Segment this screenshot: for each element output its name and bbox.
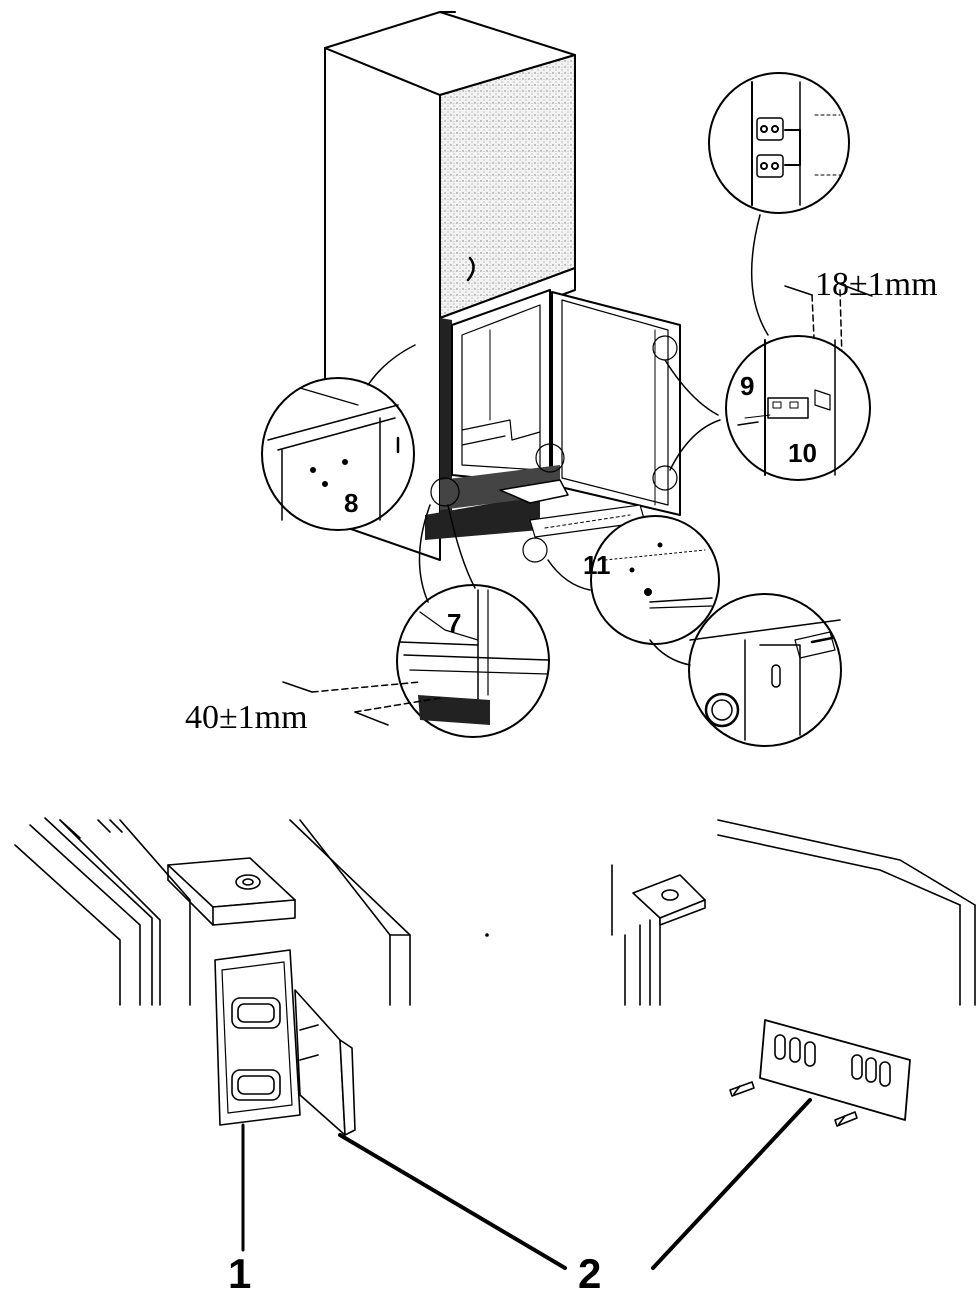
stray-dot <box>485 933 489 937</box>
leader-line-2-left <box>338 1133 567 1270</box>
connector-arrow-7b <box>447 504 476 589</box>
door-hinge-detail <box>14 817 411 1252</box>
detail-circle-hinge-top <box>708 72 850 214</box>
label-2: 2 <box>578 1250 601 1290</box>
label-9: 9 <box>740 371 754 401</box>
connector-arrow-8 <box>367 344 416 386</box>
connector-arrow-9 <box>664 359 719 416</box>
label-7: 7 <box>447 608 461 638</box>
dimension-40mm <box>282 681 441 726</box>
label-8: 8 <box>344 488 358 518</box>
label-10: 10 <box>788 438 817 468</box>
dimension-label-40mm: 40±1mm <box>185 699 308 736</box>
dimension-label-18mm: 18±1mm <box>815 266 938 303</box>
label-11: 11 <box>583 550 611 580</box>
label-1: 1 <box>228 1250 251 1290</box>
detail-circle-roller <box>688 593 842 747</box>
detail-circle-9-10 <box>725 335 871 481</box>
connector-arrow-hinge <box>750 214 769 336</box>
connector-arrow-10 <box>669 419 721 471</box>
detail-circle-8 <box>261 377 415 531</box>
connector-arrow-11 <box>547 559 591 591</box>
connector-arrow-7 <box>418 504 431 603</box>
door-plate-detail <box>611 819 976 1270</box>
connector-arrow-roller <box>649 639 691 666</box>
detail-circle-11 <box>590 515 720 645</box>
detail-circle-7 <box>396 584 550 738</box>
